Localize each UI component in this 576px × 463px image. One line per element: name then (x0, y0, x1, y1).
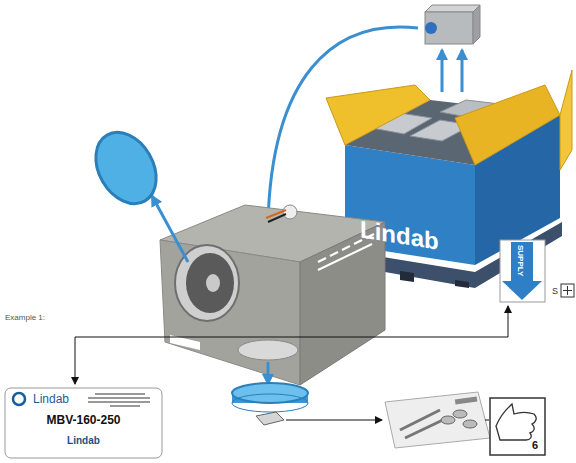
pallet-gap (400, 271, 414, 282)
fine-print (95, 393, 145, 395)
spigot-opening (186, 253, 234, 313)
fan-hub (206, 274, 220, 292)
info-box (490, 398, 545, 455)
lift-arrow (441, 50, 444, 92)
vent-slot (318, 258, 326, 262)
label-text: Example 1: (5, 314, 45, 322)
node-text: MBV-160-250 (5, 414, 162, 426)
unit-spigot (425, 22, 437, 34)
supply-arrow-shaft (511, 242, 533, 282)
flow-arrow (268, 27, 418, 222)
bottom-outlet (238, 340, 298, 360)
leader-line (485, 420, 489, 421)
leader-line (232, 306, 508, 337)
sign-frame (500, 240, 545, 302)
cable (268, 214, 286, 222)
vent-slot (330, 252, 338, 256)
node-box: SUPPLY (511, 243, 533, 283)
device-left (160, 240, 300, 385)
flow-arrow (267, 362, 270, 384)
node-text: 6 (532, 440, 538, 451)
cable (266, 210, 286, 218)
rail (318, 244, 372, 270)
lift-arrow (461, 50, 464, 92)
washer (453, 410, 467, 418)
node-text: SUPPLY (516, 245, 524, 276)
logo-ring (13, 393, 25, 405)
pallet-gap (455, 280, 469, 288)
node-text: Lindab (33, 393, 69, 405)
unit-top (425, 5, 480, 12)
end-cap (232, 383, 308, 403)
parts-tray (385, 392, 490, 448)
end-cap (84, 122, 169, 215)
node-text: Lindab (5, 436, 162, 446)
node-box: 6 (490, 398, 545, 455)
supply-arrow-head (502, 281, 542, 300)
icon-box (561, 284, 574, 297)
unit-front (425, 12, 473, 44)
cross-symbol (563, 286, 572, 295)
screw (400, 410, 440, 430)
thumb-icon (496, 404, 536, 440)
washer (441, 416, 455, 424)
vent-slot (342, 246, 350, 250)
node-box: LindabMBV-160-250Lindab (5, 388, 162, 458)
box-flap (560, 70, 572, 170)
flow-arrow (152, 196, 188, 262)
rail-part (455, 396, 477, 404)
label-text: S (552, 287, 558, 296)
unit-side (473, 5, 480, 44)
box-flap (455, 85, 560, 165)
bracket-part (256, 412, 284, 425)
fine-print (88, 397, 150, 399)
cable-gland (283, 205, 297, 219)
end-cap-edge (232, 394, 308, 412)
node-text: Lindab (360, 217, 439, 253)
leader-line (75, 337, 232, 384)
device-right (300, 222, 385, 385)
box-flap (326, 85, 430, 145)
label-plate (5, 388, 162, 458)
fine-print (88, 401, 150, 403)
washer (463, 420, 477, 428)
fine-print (110, 405, 140, 407)
leader-line (286, 420, 382, 421)
